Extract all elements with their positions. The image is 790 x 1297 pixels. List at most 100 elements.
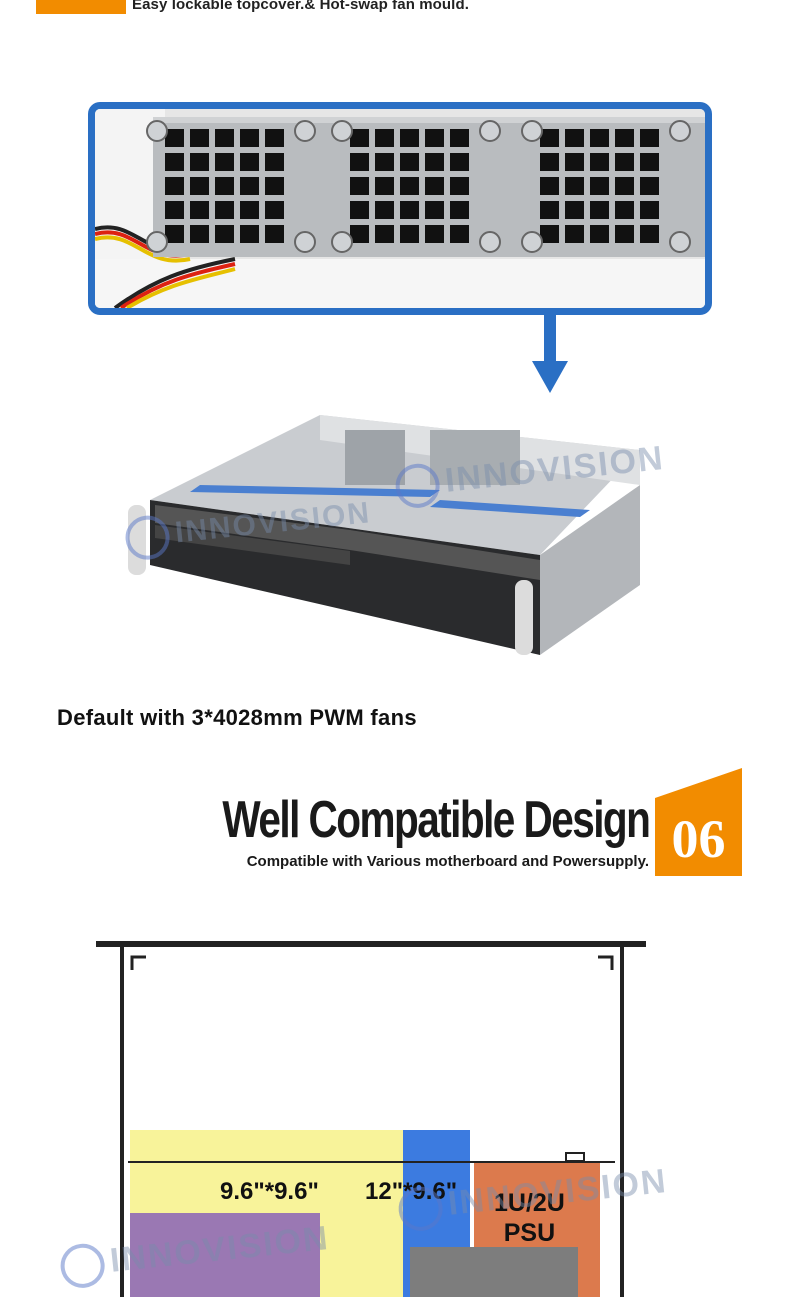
fan-grille-hole [165,225,184,243]
fan-grille-hole [590,129,609,147]
fan-grille-hole [165,201,184,219]
fan-grille-hole [425,153,444,171]
fan-grille-hole [615,201,634,219]
fan-grille-hole [265,201,284,219]
fan-grille-hole [240,201,259,219]
top-caption: Easy lockable topcover.& Hot-swap fan mo… [132,0,469,13]
fan-grille-hole [425,177,444,195]
screw-icon [479,120,501,142]
fan-grille-hole [190,153,209,171]
fan-grille-hole [215,225,234,243]
fan-grille-hole [350,153,369,171]
fan-grille-hole [450,153,469,171]
screw-icon [669,120,691,142]
fan-grille-hole [450,177,469,195]
logo-icon [58,1241,107,1291]
server-chassis-image [128,415,640,655]
logo-icon [123,513,172,562]
fan-grille-hole [590,153,609,171]
fan-grille-hole [265,129,284,147]
fan-grille-hole [400,129,419,147]
fan-grille-hole [615,177,634,195]
badge-notch [655,768,742,798]
fan-grille-hole [565,153,584,171]
fan-grille-hole [350,201,369,219]
section-number: 06 [671,809,726,869]
fan-grille-hole [400,153,419,171]
fan-grille-hole [240,153,259,171]
fan-grille-hole [375,129,394,147]
fan-grille-hole [640,177,659,195]
fan-grille-hole [640,153,659,171]
logo-icon [393,461,442,511]
fan-grille-hole [425,225,444,243]
fan-grille-hole [240,129,259,147]
fan-grille-hole [190,225,209,243]
fan-grille-hole [215,153,234,171]
fan-grille-hole [565,129,584,147]
fan-grille-hole [240,225,259,243]
fan-grille-hole [165,177,184,195]
fan-grille-hole [565,225,584,243]
fan-grille-hole [425,129,444,147]
fan-grille-hole [540,153,559,171]
arrow-down-icon [532,315,568,393]
logo-icon [396,1184,445,1234]
fan-grille-hole [350,225,369,243]
eatx-size-label: 12"*9.6" [365,1178,458,1205]
fan-grille-hole [165,129,184,147]
fan-grille-hole [540,177,559,195]
screw-icon [146,120,168,142]
fan-grille-hole [190,129,209,147]
fan-grille-hole [590,225,609,243]
psu-label: 1U/2U PSU [494,1188,565,1248]
fan-grille-hole [540,225,559,243]
fan-grille-hole [540,201,559,219]
fan-grille-hole [375,153,394,171]
fan-grille-hole [640,225,659,243]
fan-grille-hole [215,201,234,219]
section-number-badge: 06 [655,768,742,876]
fan-grille-hole [265,177,284,195]
motherboard-compatibility-diagram [96,941,646,1297]
fan-grille-hole [615,153,634,171]
fan-grille-hole [450,201,469,219]
fan-grille-hole [400,225,419,243]
section-subtitle: Compatible with Various motherboard and … [246,853,649,870]
fan-grille-hole [240,177,259,195]
fan-grille-hole [540,129,559,147]
fan-grille-hole [350,129,369,147]
psu-label-line1: 1U/2U [494,1189,565,1217]
fan-grille-hole [190,201,209,219]
fan-grille-hole [640,129,659,147]
screw-icon [479,231,501,253]
fan-grille-hole [590,177,609,195]
fan-grille-hole [265,153,284,171]
psu-label-line2: PSU [503,1219,556,1247]
fan-grille [146,120,691,253]
fan-grille-hole [375,225,394,243]
fan-grille-hole [190,177,209,195]
fan-grille-hole [640,201,659,219]
fan-caption: Default with 3*4028mm PWM fans [57,705,417,730]
screw-icon [521,120,543,142]
fan-grille-hole [615,129,634,147]
fan-grille-hole [565,177,584,195]
screw-icon [294,231,316,253]
atx-size-label: 9.6"*9.6" [220,1178,319,1205]
fan-grille-hole [400,201,419,219]
screw-icon [331,120,353,142]
section-title: Well Compatible Design [222,791,651,849]
fan-grille-hole [450,129,469,147]
screw-icon [146,231,168,253]
fan-grille-hole [615,225,634,243]
fan-grille-hole [265,225,284,243]
screw-icon [331,231,353,253]
fan-grille-hole [565,201,584,219]
fan-grille-hole [450,225,469,243]
fan-grille-hole [215,177,234,195]
fan-grille-hole [350,177,369,195]
fan-grille-hole [400,177,419,195]
screw-icon [521,231,543,253]
fan-grille-hole [590,201,609,219]
